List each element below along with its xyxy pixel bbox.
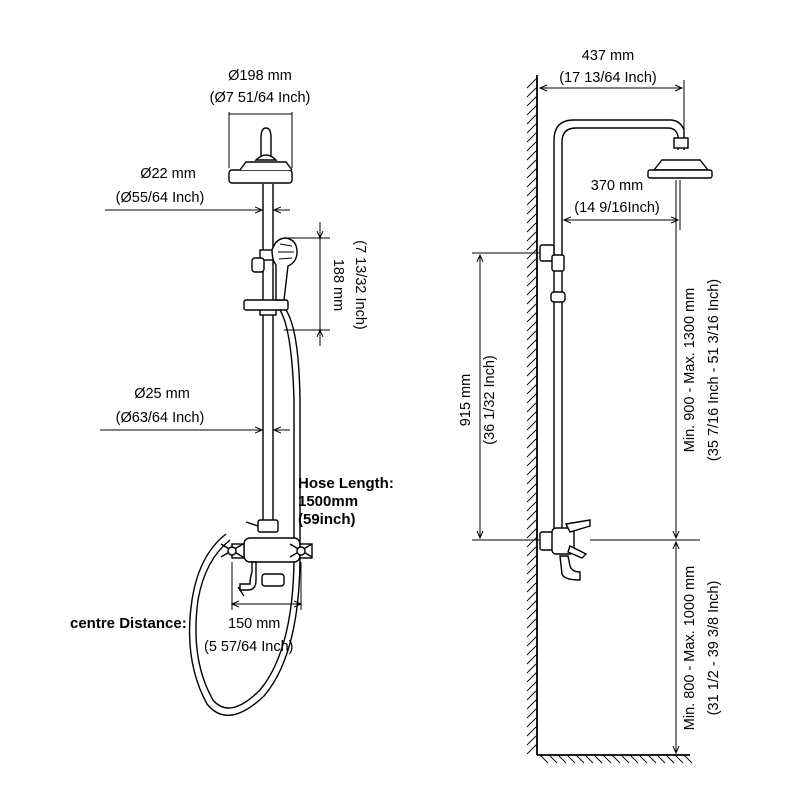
hose-length-label: Hose Length: 1500mm (59inch) — [298, 475, 394, 528]
handshower-length-dimension: 188 mm (7 13/32 Inch) — [284, 222, 368, 346]
pipe-bottom-diameter-dimension: Ø25 mm (Ø63/64 Inch) — [100, 386, 290, 430]
hose-length-title: Hose Length: — [298, 475, 394, 492]
bracket-spacing-mm: 915 mm — [458, 374, 474, 426]
centre-distance-title: centre Distance: — [70, 615, 187, 632]
front-view: Ø198 mm (Ø7 51/64 Inch) Ø22 mm (Ø55/64 I… — [70, 68, 394, 716]
mixer-height-range: Min. 800 - Max. 1000 mm — [682, 566, 698, 730]
mixer-height-inch: (31 1/2 - 39 3/8 Inch) — [706, 581, 722, 716]
pipe-top-diameter-dimension: Ø22 mm (Ø55/64 Inch) — [105, 166, 290, 210]
head-diameter-mm: Ø198 mm — [228, 68, 292, 84]
shower-hose — [188, 309, 301, 716]
wall-hatch — [526, 77, 538, 755]
floor-hatch — [539, 754, 693, 764]
centre-distance-inch: (5 57/64 Inch) — [204, 639, 293, 655]
hose-length-inch: (59inch) — [298, 511, 356, 528]
head-height-range: Min. 900 - Max. 1300 mm — [682, 288, 698, 452]
mixer-height-dimension: Min. 800 - Max. 1000 mm (31 1/2 - 39 3/8… — [676, 542, 722, 753]
arm-length-dimension: 437 mm (17 13/64 Inch) — [540, 48, 685, 130]
bracket-spacing-inch: (36 1/32 Inch) — [482, 355, 498, 444]
hand-shower — [271, 237, 298, 301]
pipe-top-diameter-mm: Ø22 mm — [140, 166, 196, 182]
head-height-inch: (35 7/16 Inch - 51 3/16 Inch) — [706, 279, 722, 461]
head-offset-inch: (14 9/16Inch) — [574, 200, 659, 216]
head-offset-mm: 370 mm — [591, 178, 643, 194]
handshower-length-inch: (7 13/32 Inch) — [352, 240, 368, 329]
side-view: 437 mm (17 13/64 Inch) 370 mm (14 9/16In… — [458, 48, 722, 764]
arm-length-inch: (17 13/64 Inch) — [559, 70, 657, 86]
side-riser-pipe — [539, 244, 566, 530]
head-offset-dimension: 370 mm (14 9/16Inch) — [564, 178, 681, 230]
centre-distance-dimension: centre Distance: 150 mm (5 57/64 Inch) — [70, 562, 301, 655]
head-diameter-dimension: Ø198 mm (Ø7 51/64 Inch) — [210, 68, 311, 168]
bath-mixer — [220, 519, 313, 597]
shower-arm — [553, 119, 713, 250]
pipe-bottom-diameter-inch: (Ø63/64 Inch) — [116, 410, 205, 426]
bracket-spacing-dimension: 915 mm (36 1/32 Inch) — [458, 252, 540, 541]
head-height-dimension: Min. 900 - Max. 1300 mm (35 7/16 Inch - … — [590, 180, 722, 541]
wall-and-floor — [526, 75, 693, 764]
hose-length-mm: 1500mm — [298, 493, 358, 510]
riser-pipe — [259, 184, 277, 520]
pipe-bottom-diameter-mm: Ø25 mm — [134, 386, 190, 402]
handshower-length-mm: 188 mm — [330, 259, 346, 311]
head-diameter-inch: (Ø7 51/64 Inch) — [210, 90, 311, 106]
arm-length-mm: 437 mm — [582, 48, 634, 64]
slide-bar-holder — [243, 257, 289, 311]
centre-distance-mm: 150 mm — [228, 616, 280, 632]
side-mixer — [539, 519, 591, 581]
pipe-top-diameter-inch: (Ø55/64 Inch) — [116, 190, 205, 206]
rain-shower-head — [228, 127, 293, 184]
